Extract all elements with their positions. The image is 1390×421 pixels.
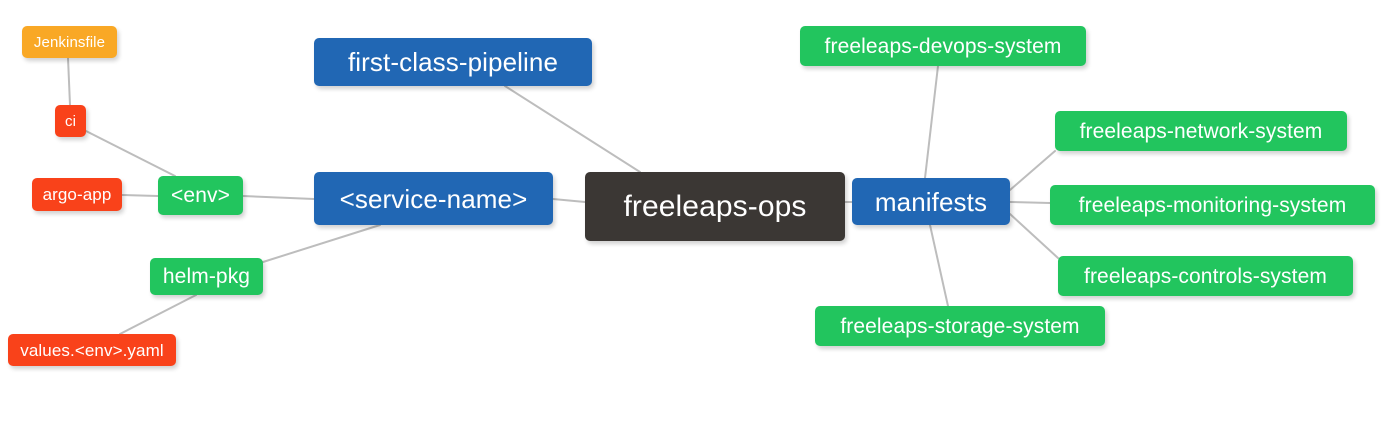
edge-freeleaps-network-system-to-manifests (1009, 150, 1056, 191)
mindmap-node-freeleaps-monitoring-system[interactable]: freeleaps-monitoring-system (1050, 185, 1375, 225)
mindmap-node-freeleaps-devops-system[interactable]: freeleaps-devops-system (800, 26, 1086, 66)
mindmap-node-first-class-pipeline[interactable]: first-class-pipeline (314, 38, 592, 86)
mindmap-node-helm-pkg[interactable]: helm-pkg (150, 258, 263, 295)
mindmap-node-freeleaps-network-system[interactable]: freeleaps-network-system (1055, 111, 1347, 151)
edge-env-to-service-name (242, 195, 315, 200)
mindmap-node-freeleaps-storage-system[interactable]: freeleaps-storage-system (815, 306, 1105, 346)
edge-jenkinsfile-to-ci (67, 57, 71, 106)
edge-freeleaps-storage-system-to-manifests (929, 224, 949, 307)
edge-freeleaps-monitoring-system-to-manifests (1009, 201, 1051, 204)
edge-freeleaps-devops-system-to-manifests (924, 65, 939, 179)
edge-service-name-to-freeleaps-ops (552, 198, 586, 203)
edge-ci-to-env (85, 130, 176, 177)
edge-argo-app-to-env (121, 194, 159, 197)
mindmap-node-service-name[interactable]: <service-name> (314, 172, 553, 225)
mindmap-node-jenkinsfile[interactable]: Jenkinsfile (22, 26, 117, 58)
mindmap-node-values-env-yaml[interactable]: values.<env>.yaml (8, 334, 176, 366)
edge-freeleaps-controls-system-to-manifests (1009, 213, 1059, 259)
edge-values-env-yaml-to-helm-pkg (119, 294, 197, 335)
mindmap-node-argo-app[interactable]: argo-app (32, 178, 122, 211)
mindmap-node-freeleaps-controls-system[interactable]: freeleaps-controls-system (1058, 256, 1353, 296)
edge-helm-pkg-to-service-name (262, 224, 381, 263)
mindmap-node-freeleaps-ops[interactable]: freeleaps-ops (585, 172, 845, 241)
mindmap-node-manifests[interactable]: manifests (852, 178, 1010, 225)
edge-first-class-pipeline-to-freeleaps-ops (504, 85, 641, 173)
mindmap-node-ci[interactable]: ci (55, 105, 86, 137)
mindmap-node-env[interactable]: <env> (158, 176, 243, 215)
